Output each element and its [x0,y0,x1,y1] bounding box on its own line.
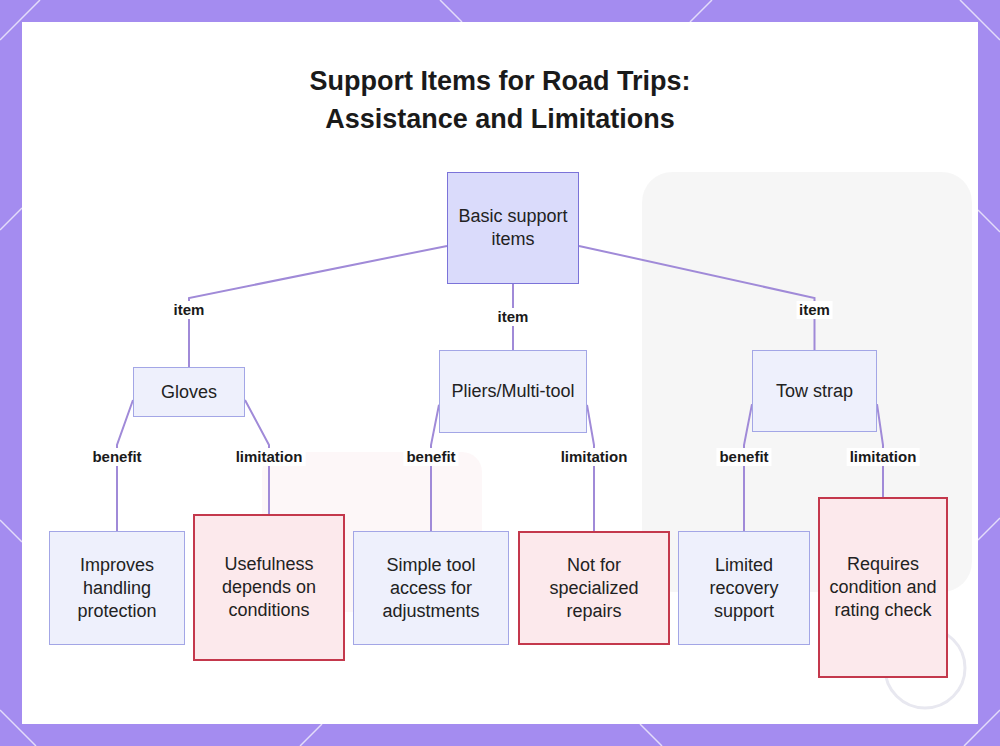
item-box: Simple tool access for adjustments [353,531,509,645]
edge-label: benefit [403,448,458,466]
connector-line [189,246,447,367]
root-box: Basic support items [447,172,579,284]
edge-label: benefit [716,448,771,466]
limitation-box: Requires condition and rating check [818,497,948,678]
edge-label: limitation [847,448,920,466]
connector-line [744,404,752,531]
node-text: Limited recovery support [679,550,809,627]
edge-label: limitation [233,448,306,466]
edge-label: item [171,301,208,319]
node-text: Gloves [154,377,224,408]
item-box: Improves handling protection [49,531,185,645]
item-box: Gloves [133,367,245,417]
limitation-box: Usefulness depends on conditions [193,514,345,661]
node-text: Requires condition and rating check [820,549,946,626]
edge-label: item [796,301,833,319]
node-text: Improves handling protection [50,550,184,627]
item-box: Limited recovery support [678,531,810,645]
limitation-box: Not for specialized repairs [518,531,670,645]
node-text: Usefulness depends on conditions [195,549,343,626]
connector-line [579,246,815,350]
node-text: Basic support items [448,201,578,255]
diagram-title: Support Items for Road Trips: Assistance… [265,62,735,138]
node-text: Pliers/Multi-tool [444,376,581,407]
node-text: Not for specialized repairs [520,550,668,627]
item-box: Pliers/Multi-tool [439,350,587,433]
connector-line [431,405,439,531]
item-box: Tow strap [752,350,877,432]
edge-label: benefit [89,448,144,466]
node-text: Tow strap [769,376,860,407]
node-text: Simple tool access for adjustments [354,550,508,627]
connector-line [587,405,594,531]
edge-label: limitation [558,448,631,466]
edge-label: item [495,308,532,326]
